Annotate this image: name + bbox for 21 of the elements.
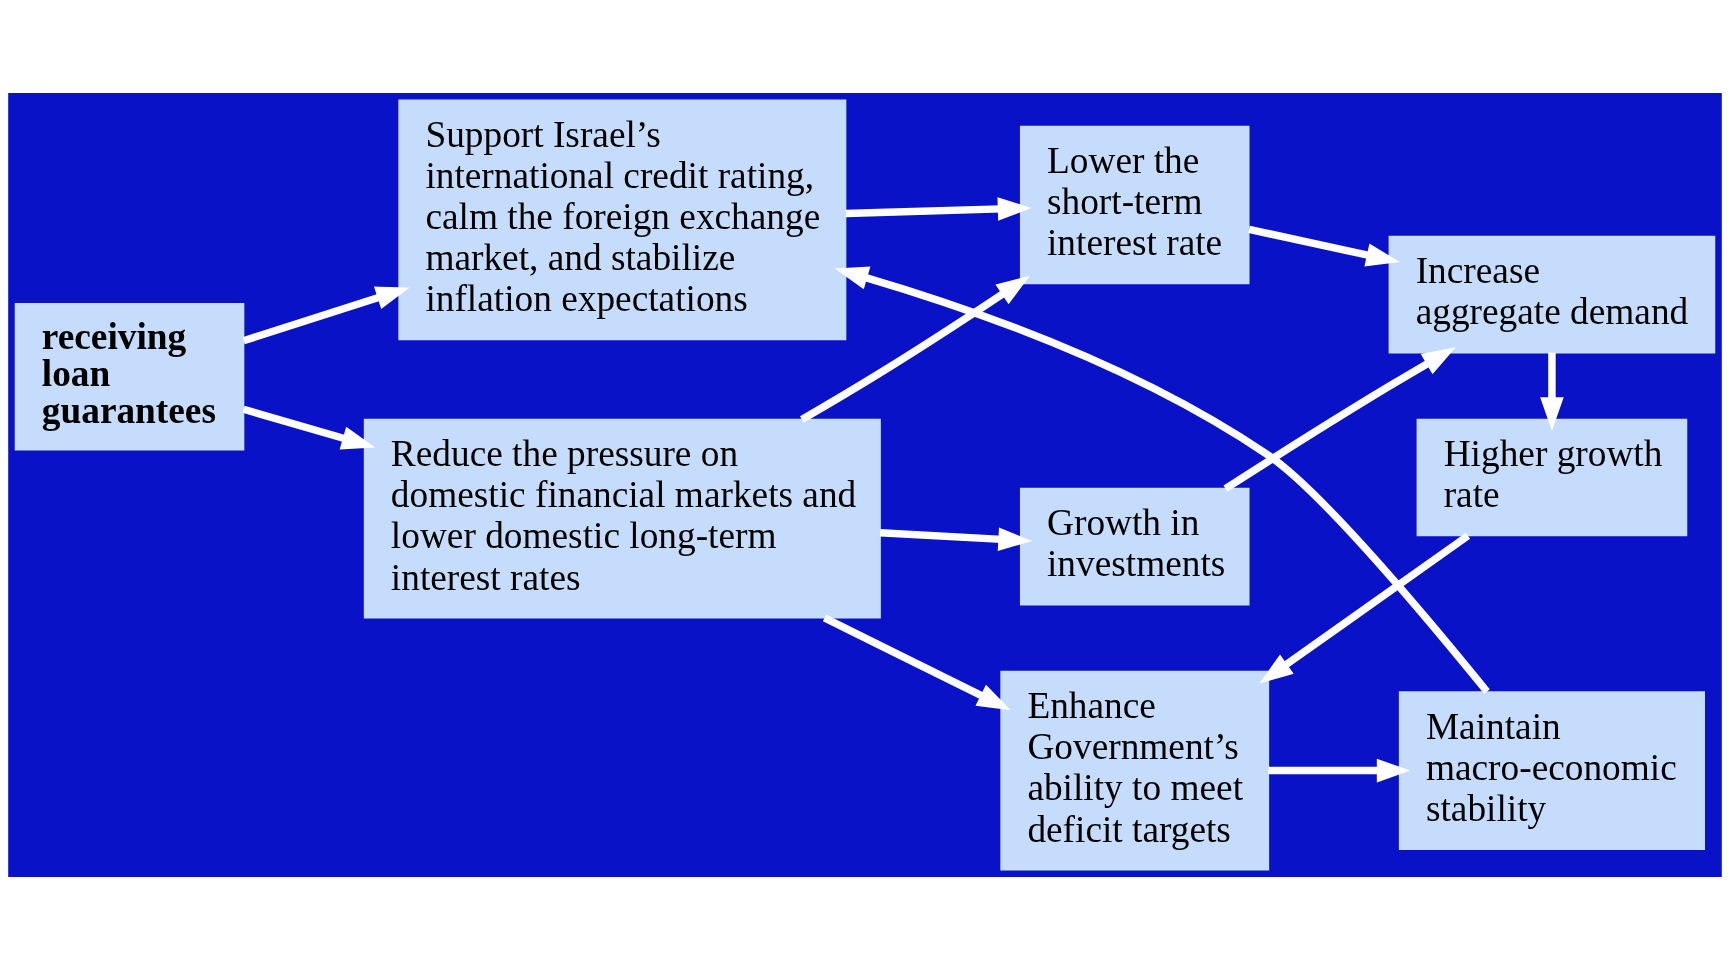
arrow xyxy=(1540,352,1564,431)
arrow xyxy=(800,275,1031,423)
arrow xyxy=(1259,532,1471,684)
node-box: Lower the short-term interest rate xyxy=(1019,125,1250,284)
arrow xyxy=(242,405,376,449)
arrow xyxy=(242,286,410,344)
node-box: Higher growth rate xyxy=(1416,418,1688,536)
node-box: receiving loan guarantees xyxy=(14,302,245,450)
arrow xyxy=(1268,758,1411,782)
node-box: Enhance Government’s ability to meet deficit targets xyxy=(1000,670,1270,870)
node-box: Increase aggregate demand xyxy=(1388,235,1716,353)
node-box: Maintain macro-economic stability xyxy=(1398,690,1705,850)
node-box: Support Israel’s international credit rating, calm the foreign exchange market, and stabilize inflation expectations xyxy=(398,99,847,340)
arrow xyxy=(834,266,1490,694)
arrow xyxy=(1223,346,1456,492)
node-box: Growth in investments xyxy=(1019,487,1250,605)
arrow xyxy=(1248,225,1400,266)
node-box: Reduce the pressure on domestic financial markets and lower domestic long-term interest rates xyxy=(363,418,881,618)
arrow xyxy=(879,526,1033,551)
arrow xyxy=(845,196,1032,221)
arrow xyxy=(822,614,1011,710)
